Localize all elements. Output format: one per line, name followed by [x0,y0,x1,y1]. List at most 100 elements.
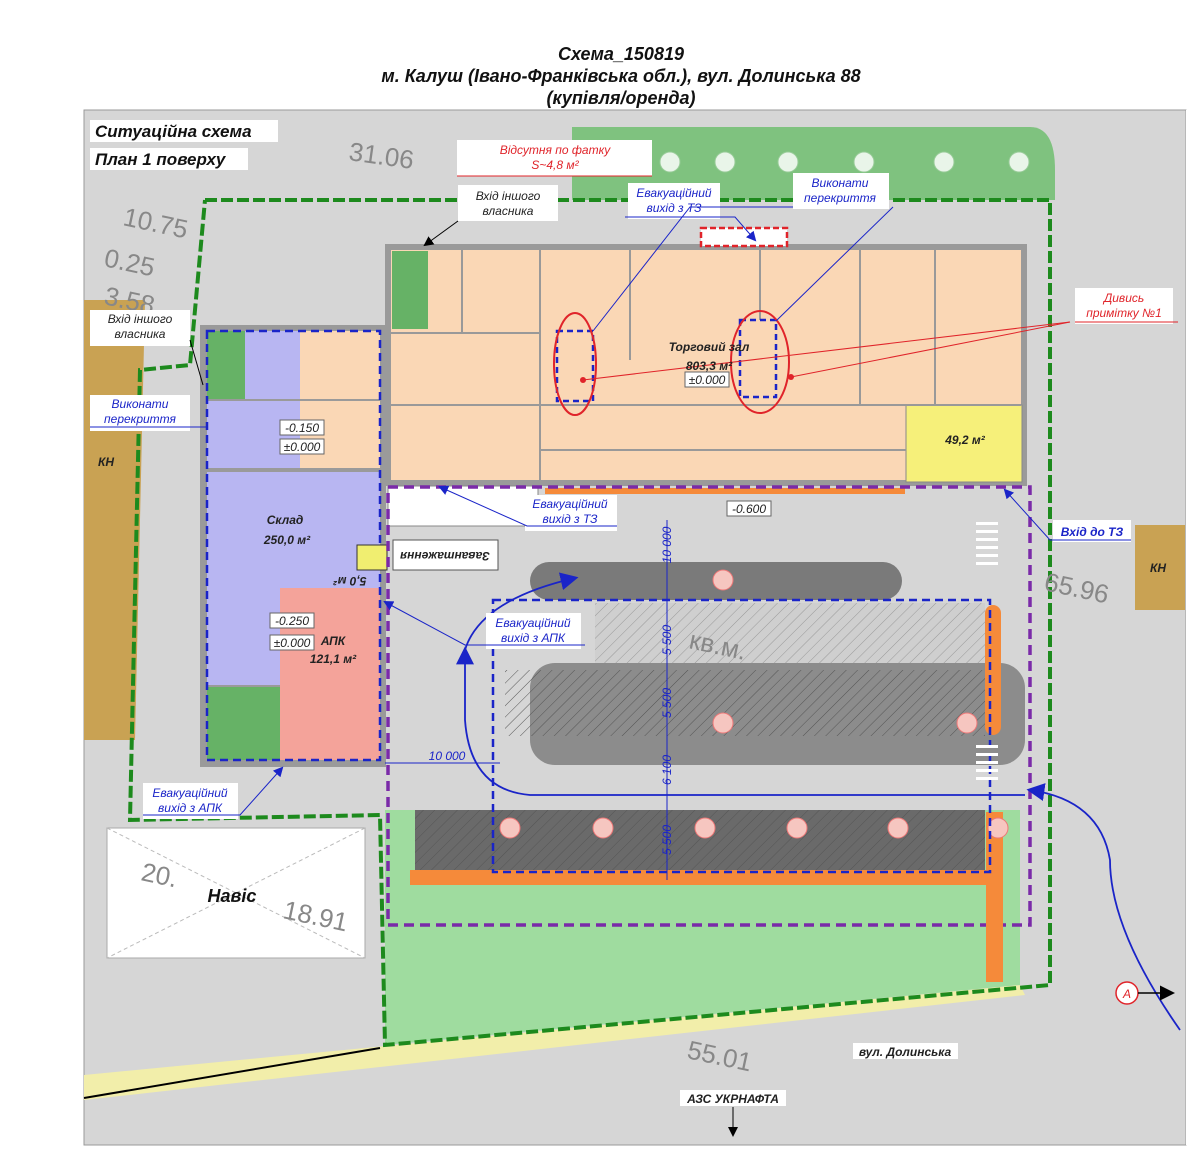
callout-entrance-tz: Вхід до ТЗ [1003,488,1131,542]
canopy-label: Навіс [208,886,257,906]
callout-other-owner-left: Вхід іншого власника [90,310,204,386]
title-line-1: Схема_150819 [558,44,684,64]
orange-path-right [985,605,1001,735]
street-label: вул. Долинська [859,1045,952,1059]
svg-text:Евакуаційний: Евакуаційний [636,186,711,200]
small-room [356,544,388,571]
callout-evac-apk-bottom: Евакуаційний вихід з АПК [143,766,284,819]
apk-name: АПК [320,634,347,648]
blue-zone-left [205,329,382,762]
svg-text:±0.000: ±0.000 [274,636,311,650]
warehouse-name: Склад [267,513,304,527]
section-marker-label: А [1122,987,1131,1001]
warehouse-area: 250,0 м² [263,533,311,547]
heading-bg-1 [90,120,278,142]
svg-text:вихід з ТЗ: вихід з ТЗ [542,512,598,526]
trees-parking [499,569,1009,839]
svg-text:5 500: 5 500 [660,825,674,855]
purple-zone [386,485,1032,927]
neighbor-label-left: КН [98,455,114,469]
callout-missing: Відсутня по фатку S~4,8 м² [457,140,652,177]
trade-hall-area: 803,3 м² [686,359,733,373]
svg-text:Вхід іншого: Вхід іншого [476,189,541,203]
orange-path-vertical [986,812,1003,982]
heading-bg-2 [90,148,248,170]
level-marks: -0.150 ±0.000 -0.250 ±0.000 -0.600 [269,419,772,651]
stair-main [392,251,428,329]
room-green-bottom [207,687,280,760]
callout-do-ceiling-left: Виконати перекриття [90,395,207,431]
orange-path-top [545,488,905,494]
map-margin [1186,110,1200,1145]
parking-row-light-hatch [595,603,985,665]
room-wc [245,331,300,399]
neighbor-label-right: КН [1150,561,1166,575]
svg-text:Вхід до ТЗ: Вхід до ТЗ [1061,525,1124,539]
blue-zone-parking [491,598,992,874]
svg-text:Виконати: Виконати [812,176,869,190]
svg-text:Евакуаційний: Евакуаційний [532,497,607,511]
trade-hall-name: Торговий зал [669,340,750,354]
interior-walls [391,250,1021,480]
svg-text:-0.250: -0.250 [275,614,309,628]
svg-text:-0.600: -0.600 [732,502,766,516]
svg-text:10 000: 10 000 [660,526,674,563]
svg-text:10 000: 10 000 [429,749,466,763]
svg-text:5 500: 5 500 [660,625,674,655]
title-line-2: м. Калуш (Івано-Франківська обл.), вул. … [381,66,860,86]
svg-text:Евакуаційний: Евакуаційний [152,786,227,800]
missing-section [699,226,789,248]
apk-area: 121,1 м² [310,652,357,666]
fence-line-bottom [83,1047,381,1099]
stair-left [207,331,245,399]
svg-text:вихід з АПК: вихід з АПК [158,801,223,815]
street-label-bg [853,1043,958,1059]
trade-hall-level: ±0.000 [689,373,726,387]
loading-label: Завантаження [400,549,490,563]
canopy-cross-1 [106,827,366,959]
room-yellow [905,404,1023,483]
stair-opening-1 [555,329,595,403]
stair-opening-2 [738,318,778,399]
traffic-flow-arrows [385,520,1181,1031]
sidewalk-strip [84,985,1025,1100]
parking-row-mid-hatch [505,670,985,736]
svg-text:власника: власника [483,204,534,218]
property-boundary [127,198,1052,1048]
ramp-area [387,485,539,527]
truck [392,539,499,571]
trade-hall-level-box [684,371,730,388]
svg-text:-0.150: -0.150 [285,421,319,435]
svg-text:5 500: 5 500 [660,688,674,718]
callout-evac-tz-bottom: Евакуаційний вихід з ТЗ [438,485,617,531]
room-left-upper [300,331,380,399]
dimension-labels: 10 000 10 000 5 500 5 500 6 100 5 500 [429,526,674,855]
svg-text:Відсутня по фатку: Відсутня по фатку [500,143,611,157]
callout-evac-tz-top: Евакуаційний вихід з ТЗ [625,183,757,242]
svg-text:Вхід іншого: Вхід іншого [108,312,173,326]
crosswalk [976,522,998,780]
canopy-cross-2 [106,827,366,959]
svg-text:6 100: 6 100 [660,755,674,785]
gas-station-label: АЗС УКРНАФТА [686,1092,779,1106]
svg-text:вихід з АПК: вихід з АПК [501,631,566,645]
svg-text:примітку №1: примітку №1 [1086,306,1162,320]
svg-text:перекриття: перекриття [104,412,176,426]
small-room-area: 5,0 м² [333,574,367,588]
highlight-ellipse-1 [553,312,597,416]
svg-text:±0.000: ±0.000 [284,440,321,454]
svg-text:Дивись: Дивись [1102,291,1144,305]
svg-text:Виконати: Виконати [112,397,169,411]
heading-plan: План 1 поверху [95,150,227,169]
heading-situation: Ситуаційна схема [95,122,252,141]
trees-top [659,151,1030,173]
svg-text:власника: власника [115,327,166,341]
orange-path-bottom [410,870,1000,885]
gas-station-bg [680,1090,786,1106]
svg-text:S~4,8 м²: S~4,8 м² [531,158,579,172]
svg-text:Евакуаційний: Евакуаційний [495,616,570,630]
yellow-room-area: 49,2 м² [944,433,986,447]
svg-text:перекриття: перекриття [804,191,876,205]
svg-text:вихід з ТЗ: вихід з ТЗ [646,201,702,215]
